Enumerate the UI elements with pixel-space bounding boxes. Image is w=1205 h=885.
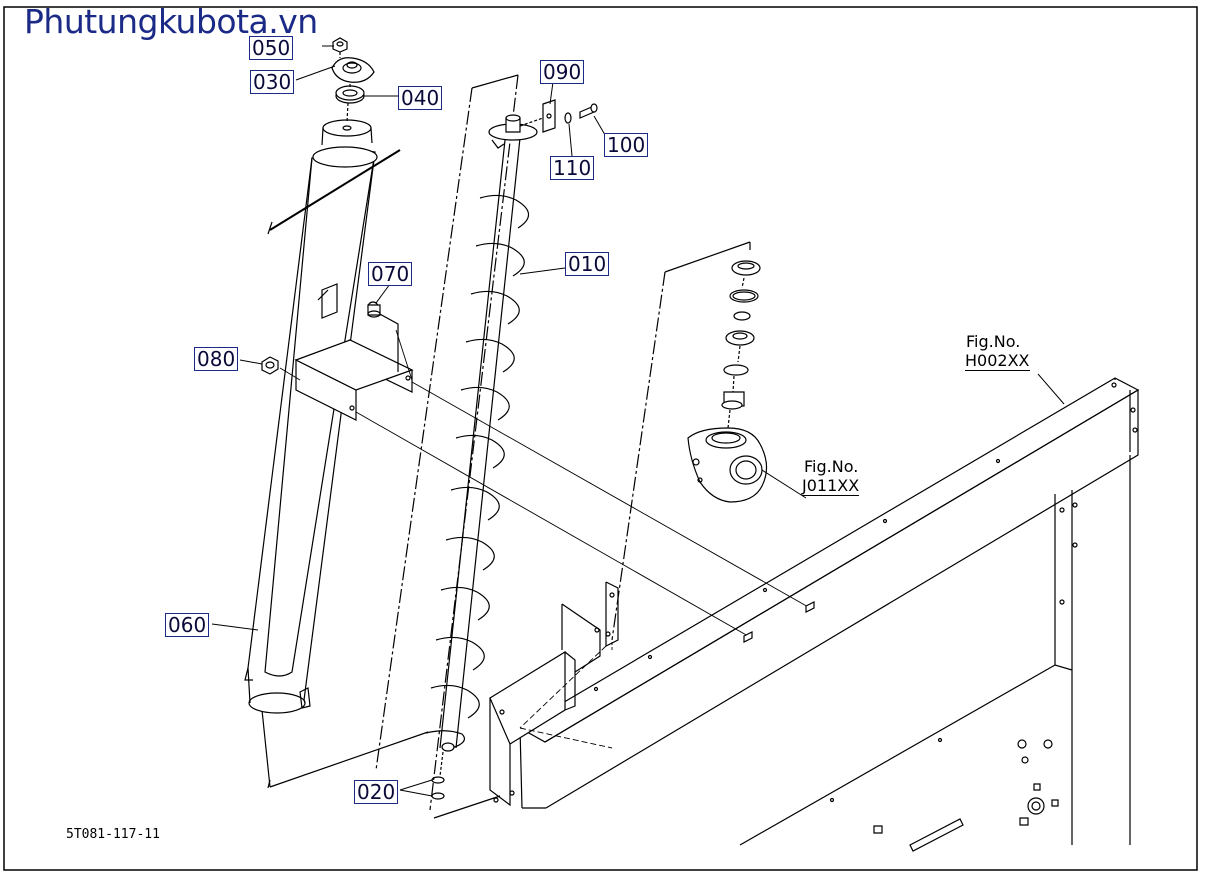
drawing-border: [4, 7, 1197, 870]
callout-leaders: [212, 46, 1064, 796]
callout-010[interactable]: 010: [565, 252, 610, 276]
callout-080[interactable]: 080: [194, 347, 239, 371]
part-050-nut: [333, 38, 347, 52]
fig-ref-h002xx-number: H002XX: [965, 351, 1030, 371]
support-bracket: [490, 582, 618, 805]
fig-ref-h002xx-label: Fig.No.: [966, 332, 1021, 351]
fig-ref-h002xx[interactable]: Fig.No. H002XX: [965, 332, 1030, 371]
gearbox-panel-outline: [612, 242, 750, 640]
frame-bolts: [744, 602, 814, 642]
callout-020[interactable]: 020: [354, 780, 399, 804]
part-070-nut: [368, 302, 380, 317]
callout-030[interactable]: 030: [250, 70, 295, 94]
part-080-nut: [262, 357, 278, 374]
callout-050[interactable]: 050: [249, 36, 294, 60]
diagram-code: 5T081-117-11: [66, 827, 160, 842]
callout-090[interactable]: 090: [540, 60, 585, 84]
assembly-guide-lines: [280, 330, 810, 748]
part-030-flange: [332, 58, 374, 83]
callout-110[interactable]: 110: [550, 156, 595, 180]
auger-tube: [245, 120, 400, 713]
fig-ref-j011xx-label: Fig.No.: [804, 457, 859, 476]
tube-panel-outline: [262, 710, 428, 788]
callout-060[interactable]: 060: [165, 613, 210, 637]
part-090-plate: [543, 100, 555, 132]
screw-panel-outline: [376, 75, 518, 818]
frame-beam: [520, 378, 1138, 851]
callout-070[interactable]: 070: [368, 262, 413, 286]
part-100-bolt: [580, 104, 597, 118]
mounting-bracket: [296, 312, 412, 420]
fig-ref-j011xx[interactable]: Fig.No. J011XX: [802, 457, 860, 496]
fig-ref-j011xx-number: J011XX: [802, 476, 860, 496]
gearbox-assembly: [688, 261, 767, 502]
part-110-washer: [565, 113, 571, 123]
watermark-brand: Phutungkubota.vn: [24, 2, 318, 41]
part-020-washers: [432, 752, 444, 799]
screw-conveyor: [426, 115, 537, 751]
callout-040[interactable]: 040: [398, 86, 443, 110]
callout-100[interactable]: 100: [604, 133, 649, 157]
part-040-bearing: [336, 86, 364, 103]
